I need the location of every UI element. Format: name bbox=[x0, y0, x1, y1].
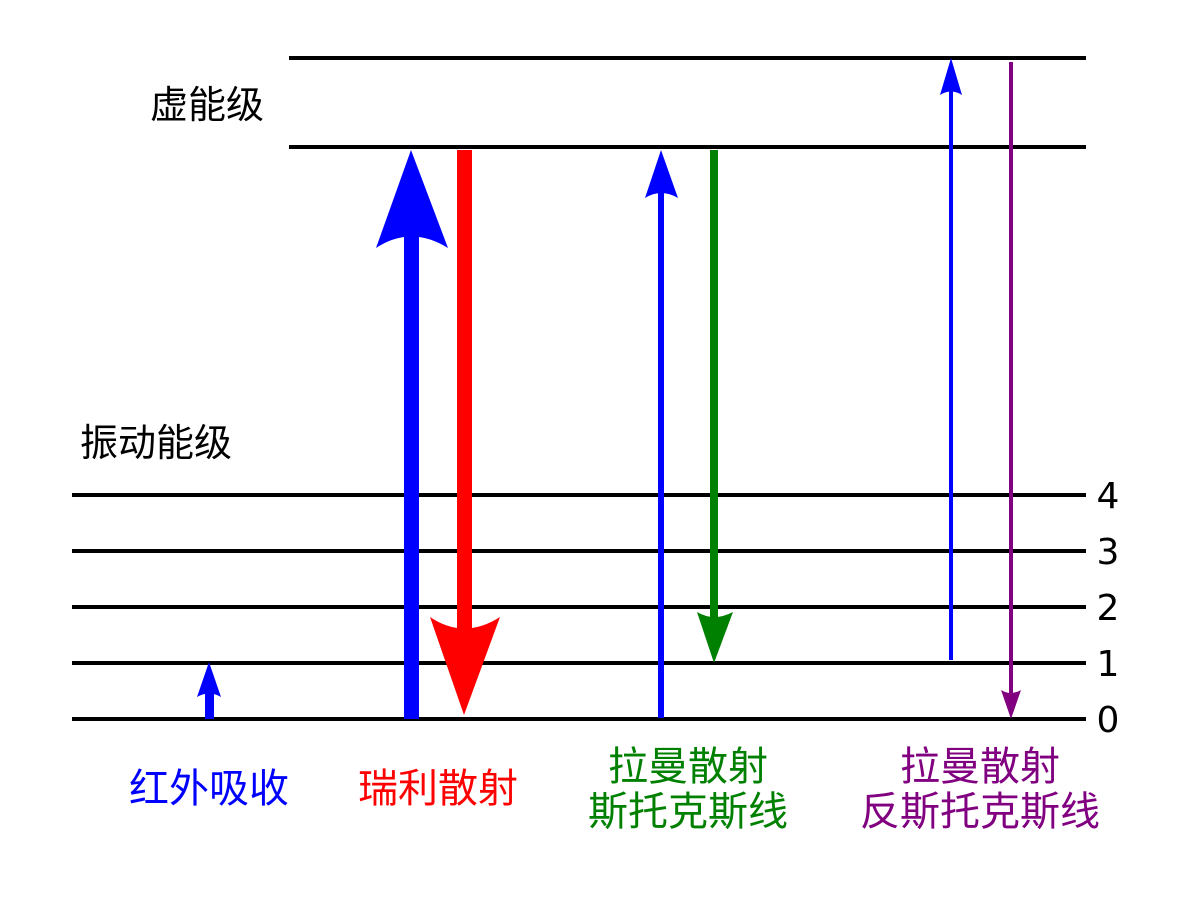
level-number-4: 4 bbox=[1097, 476, 1120, 517]
rayleigh-excitation-arrow bbox=[376, 150, 448, 719]
level-number-3: 3 bbox=[1097, 532, 1120, 573]
rayleigh-emission-arrow bbox=[430, 150, 500, 715]
level-number-1: 1 bbox=[1097, 644, 1120, 685]
infrared-absorption-arrow bbox=[197, 662, 221, 719]
stokes-emission-arrow bbox=[697, 150, 733, 663]
anti-stokes-label-line1: 拉曼散射 bbox=[900, 744, 1060, 790]
infrared-absorption-label: 红外吸收 bbox=[129, 766, 289, 812]
stokes-label-line2: 斯托克斯线 bbox=[588, 789, 788, 835]
virtual-levels-label: 虚能级 bbox=[150, 83, 264, 127]
rayleigh-scattering-label: 瑞利散射 bbox=[358, 766, 518, 812]
anti-stokes-excitation-arrow bbox=[940, 58, 962, 660]
anti-stokes-emission-arrow bbox=[1001, 62, 1021, 719]
vibrational-levels-label: 振动能级 bbox=[80, 421, 232, 465]
stokes-label-line1: 拉曼散射 bbox=[608, 744, 768, 790]
level-number-0: 0 bbox=[1097, 700, 1120, 741]
stokes-excitation-arrow bbox=[645, 150, 678, 718]
level-number-2: 2 bbox=[1097, 588, 1120, 629]
anti-stokes-label-line2: 反斯托克斯线 bbox=[860, 789, 1100, 835]
